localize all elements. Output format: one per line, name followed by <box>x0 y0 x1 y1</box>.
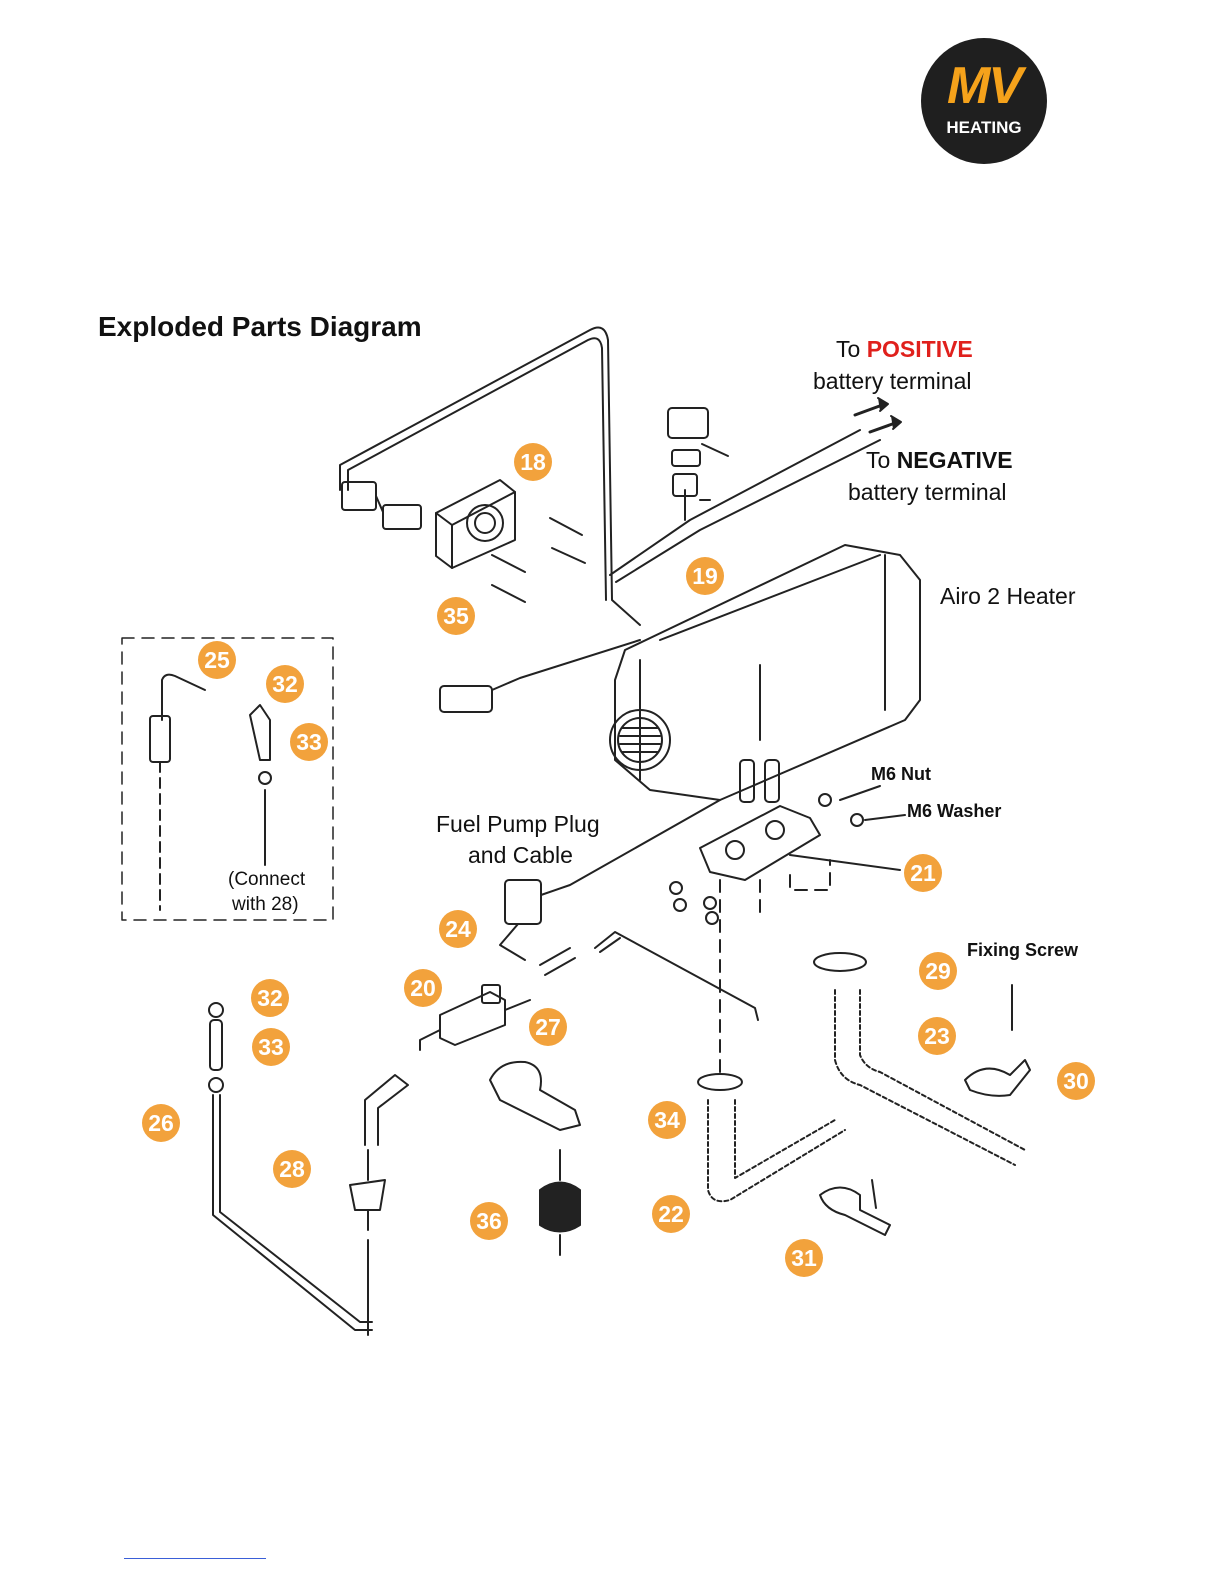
part-badge: 33 <box>290 723 328 761</box>
negative-terminal-label: To NEGATIVE <box>866 445 1013 476</box>
connector-b <box>383 505 421 529</box>
fuel-filter <box>350 1180 385 1210</box>
pipe-bracket <box>490 1062 580 1130</box>
negative-terminal-line2: battery terminal <box>848 477 1007 508</box>
fuel-pump <box>440 992 505 1045</box>
part-badge: 26 <box>142 1104 180 1142</box>
m6-nut-label: M6 Nut <box>871 764 931 785</box>
rubber-mount <box>540 1183 580 1232</box>
footer-link-underline <box>124 1558 266 1559</box>
wiring-loom-inner <box>348 338 606 600</box>
m6-washer-label: M6 Washer <box>907 801 1001 822</box>
part-badge: 33 <box>252 1028 290 1066</box>
clamp-34 <box>698 1074 742 1090</box>
part-badge: 19 <box>686 557 724 595</box>
heater-plug <box>440 686 492 712</box>
positive-terminal-label: To POSITIVE <box>836 334 973 365</box>
positive-terminal-line2: battery terminal <box>813 366 972 397</box>
positive-word: POSITIVE <box>867 336 973 362</box>
part-badge: 22 <box>652 1195 690 1233</box>
standpipe <box>162 675 205 720</box>
part-badge: 30 <box>1057 1062 1095 1100</box>
part-badge: 35 <box>437 597 475 635</box>
fuel-line-26 <box>213 1095 372 1330</box>
part-badge: 34 <box>648 1101 686 1139</box>
connect-note-line2: with 28) <box>232 894 299 916</box>
connect-note-line1: (Connect <box>228 869 305 891</box>
part-badge: 23 <box>918 1017 956 1055</box>
part-badge: 25 <box>198 641 236 679</box>
part-badge: 28 <box>273 1150 311 1188</box>
battery-wire-negative <box>616 440 880 582</box>
part-badge: 32 <box>266 665 304 703</box>
part-badge: 20 <box>404 969 442 1007</box>
part-badge: 24 <box>439 910 477 948</box>
mounting-gasket <box>700 806 820 880</box>
fuel-line <box>595 932 758 1020</box>
clamp-30 <box>965 1060 1030 1096</box>
heater-label: Airo 2 Heater <box>940 581 1076 612</box>
part-badge: 29 <box>919 952 957 990</box>
fuel-pump-label-line1: Fuel Pump Plug <box>436 809 600 840</box>
part-badge: 31 <box>785 1239 823 1277</box>
part-badge: 21 <box>904 854 942 892</box>
negative-word: NEGATIVE <box>897 447 1013 473</box>
fuel-pump-plug <box>505 880 541 924</box>
clamp-31 <box>820 1188 890 1236</box>
part-badge: 36 <box>470 1202 508 1240</box>
positive-to: To <box>836 336 860 362</box>
part-badge: 32 <box>251 979 289 1017</box>
fuel-pump-label-line2: and Cable <box>468 840 573 871</box>
intake-hose <box>708 1100 845 1201</box>
exhaust-pipe <box>835 990 1025 1165</box>
part-badge: 27 <box>529 1008 567 1046</box>
fixing-screw-label: Fixing Screw <box>967 940 1078 961</box>
wiring-loom <box>340 328 640 625</box>
fuse-holder <box>668 408 708 438</box>
negative-to: To <box>866 447 890 473</box>
part-badge: 18 <box>514 443 552 481</box>
clamp-29 <box>814 953 866 971</box>
battery-wire-positive <box>610 430 860 575</box>
